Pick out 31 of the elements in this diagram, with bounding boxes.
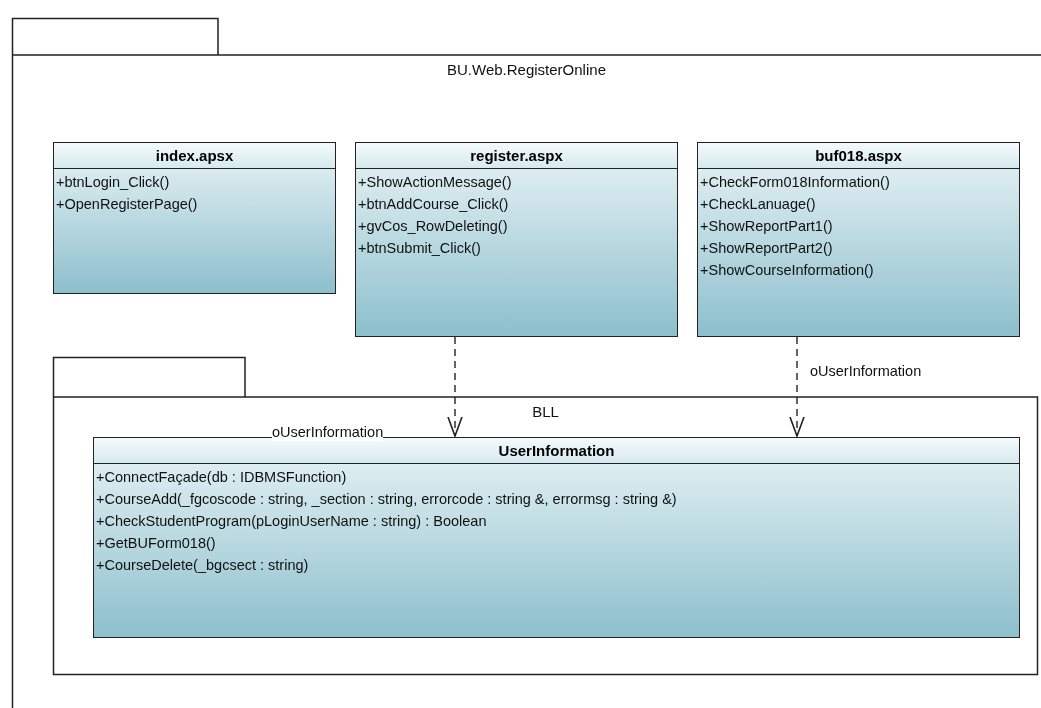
- method-text: +CheckLanuage(): [699, 195, 817, 214]
- class-name: UserInformation: [94, 438, 1019, 464]
- method-text: +GetBUForm018(): [95, 534, 217, 553]
- dependency-arrow: [789, 336, 805, 437]
- method-text: +ShowReportPart2(): [699, 239, 834, 258]
- method-text: +CheckStudentProgram(pLoginUserName : string) : Boolean: [95, 512, 488, 531]
- dependency-arrow: [447, 336, 463, 437]
- method-text: +btnLogin_Click(): [55, 173, 171, 192]
- method-text: +ConnectFaçade(db : IDBMSFunction): [95, 468, 348, 487]
- method-text: +CourseAdd(_fgcoscode : string, _section : string, errorcode : string &, errormsg : string &): [95, 490, 678, 509]
- method-text: +btnAddCourse_Click(): [357, 195, 510, 214]
- class-box: [93, 437, 1020, 638]
- class-name: register.aspx: [356, 143, 677, 169]
- class-box: [697, 142, 1020, 337]
- package-name: BU.Web.RegisterOnline: [446, 61, 607, 78]
- edge-label: oUserInformation: [272, 424, 384, 441]
- method-text: +OpenRegisterPage(): [55, 195, 199, 214]
- method-text: +CourseDelete(_bgcsect : string): [95, 556, 310, 575]
- class-name: index.apsx: [54, 143, 335, 169]
- class-box: [53, 142, 336, 294]
- package-name: BLL: [531, 403, 560, 420]
- method-text: +gvCos_RowDeleting(): [357, 217, 509, 236]
- package-frame: [12, 18, 1041, 708]
- method-text: +btnSubmit_Click(): [357, 239, 482, 258]
- method-text: +CheckForm018Information(): [699, 173, 891, 192]
- package-frame: [53, 357, 1038, 675]
- method-text: +ShowActionMessage(): [357, 173, 513, 192]
- class-name: buf018.aspx: [698, 143, 1019, 169]
- method-text: +ShowCourseInformation(): [699, 261, 875, 280]
- class-box: [355, 142, 678, 337]
- method-text: +ShowReportPart1(): [699, 217, 834, 236]
